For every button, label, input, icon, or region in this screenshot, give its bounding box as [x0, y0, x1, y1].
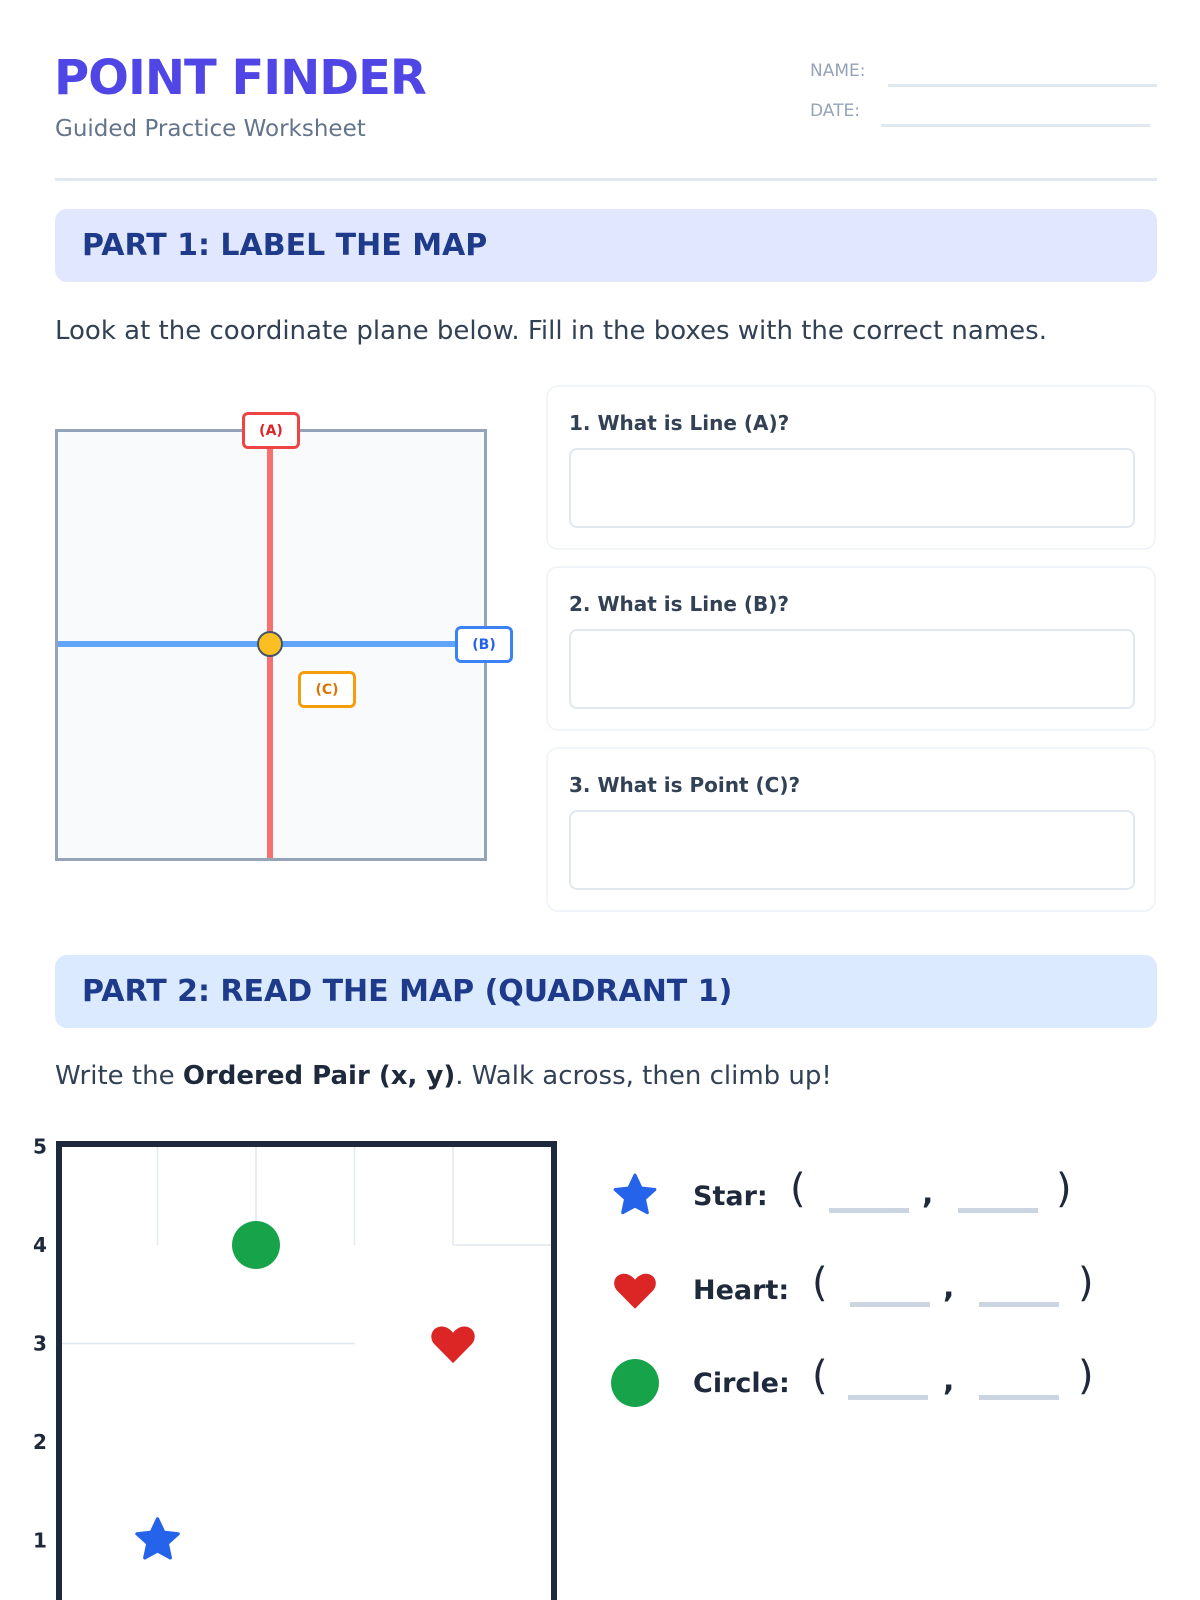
part2-instruction: Write the Ordered Pair (x, y). Walk acro… [55, 1061, 832, 1091]
part2-banner: PART 2: READ THE MAP (QUADRANT 1) [55, 955, 1157, 1028]
question-label: 1. What is Line (A)? [569, 411, 790, 435]
circle-icon [611, 1359, 659, 1407]
date-label: DATE: [810, 101, 860, 121]
question-label: 2. What is Line (B)? [569, 592, 790, 616]
answer-box-3[interactable] [569, 810, 1135, 890]
open-paren: ( [812, 1353, 828, 1399]
row-label: Star: [693, 1180, 768, 1212]
origin-point [257, 631, 283, 657]
row-label: Heart: [693, 1274, 790, 1306]
instruction-text: Write the [55, 1061, 183, 1091]
tag-a: (A) [242, 412, 300, 449]
answer-box-2[interactable] [569, 629, 1135, 709]
answer-row-heart: Heart: ( , ) [610, 1260, 1150, 1320]
x-blank[interactable] [850, 1302, 930, 1307]
coordinate-plane-diagram [55, 429, 487, 861]
question-label: 3. What is Point (C)? [569, 773, 801, 797]
comma: , [943, 1270, 955, 1305]
y-tick-label: 1 [33, 1529, 47, 1553]
plot-border [56, 1141, 557, 1600]
page-subtitle: Guided Practice Worksheet [55, 116, 366, 142]
close-paren: ) [1078, 1260, 1094, 1306]
heart-marker [431, 1326, 475, 1364]
question-card-3: 3. What is Point (C)? [546, 747, 1156, 912]
name-label: NAME: [810, 61, 866, 81]
page-title: POINT FINDER [54, 50, 427, 106]
y-tick-label: 3 [33, 1332, 47, 1356]
answer-row-star: Star: ( , ) [610, 1166, 1130, 1226]
close-paren: ) [1078, 1353, 1094, 1399]
instruction-bold: Ordered Pair (x, y) [182, 1061, 456, 1091]
close-paren: ) [1056, 1166, 1072, 1212]
part1-instruction: Look at the coordinate plane below. Fill… [55, 316, 1047, 346]
y-tick-label: 2 [33, 1430, 47, 1454]
name-field[interactable] [888, 84, 1157, 87]
header-divider [55, 178, 1157, 181]
heart-icon [614, 1273, 656, 1309]
part1-banner: PART 1: LABEL THE MAP [55, 209, 1157, 282]
comma: , [943, 1363, 955, 1398]
grid-lines [59, 1146, 552, 1345]
question-card-1: 1. What is Line (A)? [546, 385, 1156, 550]
comma: , [922, 1176, 934, 1211]
quadrant-1-chart: 1 2 3 4 5 [33, 1135, 557, 1600]
y-blank[interactable] [979, 1302, 1059, 1307]
x-blank[interactable] [829, 1208, 909, 1213]
row-label: Circle: [693, 1367, 790, 1399]
open-paren: ( [812, 1260, 828, 1306]
date-field[interactable] [881, 124, 1150, 127]
answer-box-1[interactable] [569, 448, 1135, 528]
star-marker [135, 1517, 180, 1560]
tag-c: (C) [298, 671, 356, 708]
y-tick-label: 5 [33, 1135, 47, 1159]
tag-b: (B) [455, 626, 513, 663]
answer-row-circle: Circle: ( , ) [610, 1353, 1150, 1413]
question-card-2: 2. What is Line (B)? [546, 566, 1156, 731]
instruction-text: . Walk across, then climb up! [455, 1061, 832, 1091]
y-blank[interactable] [958, 1208, 1038, 1213]
x-blank[interactable] [848, 1395, 928, 1400]
star-icon [613, 1173, 657, 1215]
y-tick-label: 4 [33, 1233, 47, 1257]
open-paren: ( [790, 1166, 806, 1212]
y-blank[interactable] [979, 1395, 1059, 1400]
circle-marker [232, 1221, 280, 1269]
